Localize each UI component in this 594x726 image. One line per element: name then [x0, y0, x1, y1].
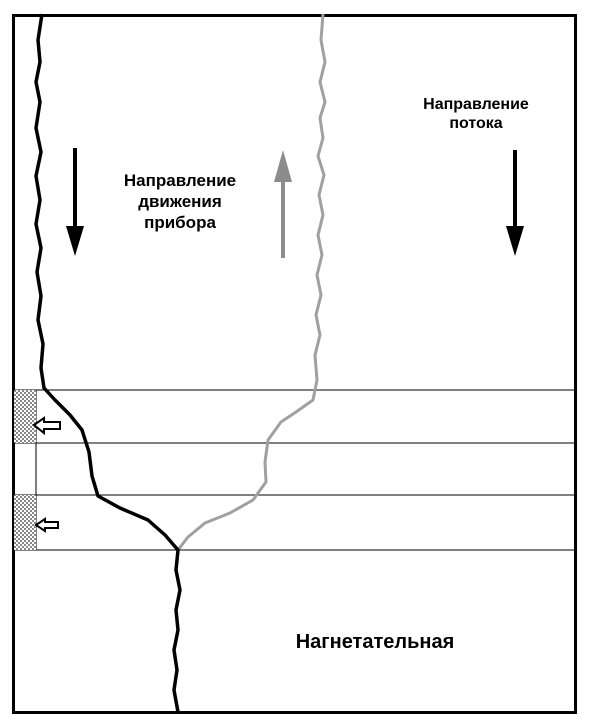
device-direction-label: Направление движения прибора	[123, 171, 237, 232]
device-down-arrow-icon	[66, 148, 84, 256]
perforation-zone-lower	[14, 495, 36, 550]
down-pass-log-curve	[34, 13, 182, 713]
perforation-zone-upper	[14, 390, 36, 443]
up-pass-log-curve	[176, 13, 327, 551]
outflow-arrow-lower-icon	[34, 517, 59, 533]
flow-down-arrow-icon	[506, 150, 524, 256]
well-type-label: Нагнетательная	[295, 631, 455, 653]
interval-lines	[14, 389, 575, 551]
diagram-frame	[12, 14, 577, 714]
device-up-arrow-icon	[274, 150, 292, 258]
outflow-arrow-upper-icon	[32, 416, 61, 436]
flow-direction-label: Направление потока	[423, 96, 529, 132]
